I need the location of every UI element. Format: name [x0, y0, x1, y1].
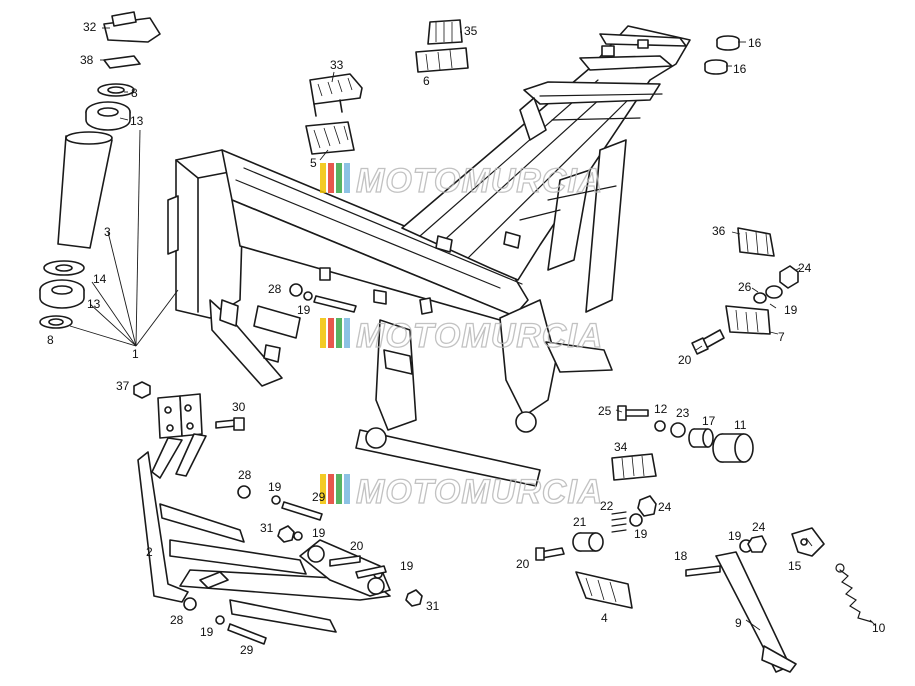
callout-label: 11	[734, 418, 747, 432]
leader-lines	[69, 27, 877, 631]
callout-label: 8	[47, 333, 54, 347]
callout-label: 32	[83, 20, 97, 34]
callout-label: 19	[634, 527, 648, 541]
watermark-bar-blue	[344, 163, 350, 193]
watermark-bar-yellow	[320, 318, 326, 348]
callout-label: 26	[738, 280, 752, 294]
watermark-bar-red	[328, 318, 334, 348]
callout-label: 30	[232, 400, 246, 414]
callout-label: 19	[784, 303, 798, 317]
callout-label: 16	[733, 62, 747, 76]
steering-bearing-stack	[39, 11, 161, 329]
callout-label: 8	[131, 86, 138, 100]
watermark-bar-green	[336, 163, 342, 193]
watermark-top: MOTOMURCIA	[320, 161, 603, 201]
callout-labels: 32 38 8 13 3 14 13 8 1 33 5 35 6 16 16 3…	[47, 20, 886, 657]
watermark-bar-red	[328, 474, 334, 504]
callout-label: 29	[240, 643, 254, 657]
callout-label: 31	[260, 521, 274, 535]
callout-label: 19	[200, 625, 214, 639]
callout-label: 5	[310, 156, 317, 170]
callout-label: 19	[312, 526, 326, 540]
callout-label: 6	[423, 74, 430, 88]
callout-label: 20	[678, 353, 692, 367]
right-side-parts	[535, 227, 873, 673]
callout-label: 33	[330, 58, 344, 72]
watermark-bar-blue	[344, 318, 350, 348]
callout-label: 20	[350, 539, 364, 553]
callout-label: 34	[614, 440, 628, 454]
callout-label: 24	[752, 520, 766, 534]
callout-label: 2	[146, 545, 153, 559]
callout-label: 28	[170, 613, 184, 627]
callout-label: 13	[130, 114, 144, 128]
watermark-bar-green	[336, 318, 342, 348]
callout-label: 29	[312, 490, 326, 504]
callout-label: 19	[297, 303, 311, 317]
callout-label: 37	[116, 379, 130, 393]
callout-label: 23	[676, 406, 690, 420]
watermark-bar-yellow	[320, 474, 326, 504]
callout-label: 22	[600, 499, 614, 513]
callout-label: 36	[712, 224, 726, 238]
callout-label: 35	[464, 24, 478, 38]
callout-label: 7	[778, 330, 785, 344]
callout-label: 17	[702, 414, 716, 428]
callout-label: 24	[798, 261, 812, 275]
callout-label: 19	[400, 559, 414, 573]
callout-label: 25	[598, 404, 612, 418]
callout-label: 14	[93, 272, 107, 286]
callout-label: 13	[87, 297, 101, 311]
callout-label: 31	[426, 599, 440, 613]
watermark-bar-yellow	[320, 163, 326, 193]
callout-label: 20	[516, 557, 530, 571]
callout-label: 38	[80, 53, 94, 67]
callout-label: 19	[728, 529, 742, 543]
callout-label: 12	[654, 402, 668, 416]
watermark-bar-red	[328, 163, 334, 193]
watermark-middle: MOTOMURCIA	[320, 316, 603, 356]
watermark-text: MOTOMURCIA	[356, 317, 603, 355]
callout-label: 1	[132, 347, 139, 361]
callout-label: 28	[238, 468, 252, 482]
watermark-text: MOTOMURCIA	[356, 473, 603, 511]
callout-label: 9	[735, 616, 742, 630]
center-stand	[137, 393, 391, 633]
callout-label: 28	[268, 282, 282, 296]
callout-label: 18	[674, 549, 688, 563]
stand-hardware	[133, 283, 423, 645]
callout-label: 24	[658, 500, 672, 514]
main-frame	[167, 25, 691, 487]
callout-label: 3	[104, 225, 111, 239]
callout-label: 10	[872, 621, 886, 635]
watermark-bar-green	[336, 474, 342, 504]
watermark-text: MOTOMURCIA	[356, 162, 603, 200]
callout-label: 15	[788, 559, 802, 573]
watermark-bar-blue	[344, 474, 350, 504]
upper-small-parts	[305, 19, 740, 155]
callout-label: 16	[748, 36, 762, 50]
callout-label: 4	[601, 611, 608, 625]
callout-label: 19	[268, 480, 282, 494]
callout-label: 21	[573, 515, 587, 529]
watermark-bottom: MOTOMURCIA	[320, 472, 603, 512]
